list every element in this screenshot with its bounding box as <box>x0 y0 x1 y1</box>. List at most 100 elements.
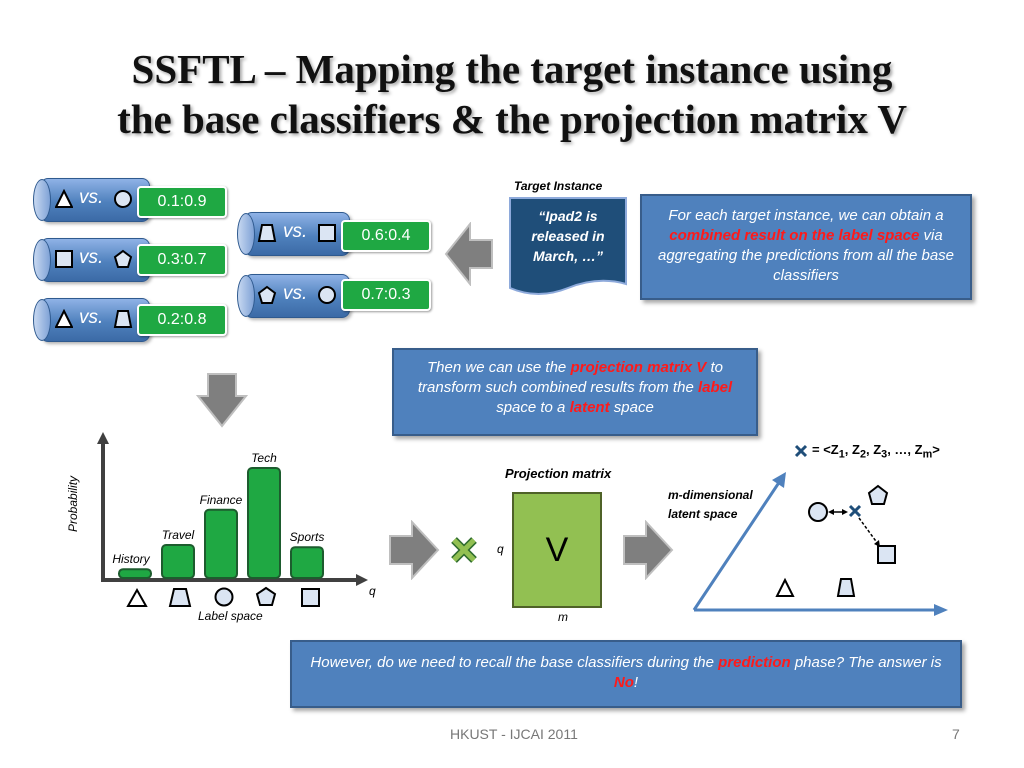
box3-highlight-prediction: prediction <box>718 654 791 671</box>
latent-label-line1: m-dimensional <box>668 488 753 502</box>
bars-group <box>118 467 324 579</box>
triangle-icon <box>55 189 73 208</box>
bar-finance <box>204 508 238 579</box>
legend-sub: m <box>922 448 933 461</box>
cylinder-cap <box>237 213 255 255</box>
box2-text: Then we can use the <box>427 359 571 376</box>
box2-text-mid2: space to a <box>496 399 570 416</box>
vs-label: vs. <box>283 283 308 304</box>
box2-text-end: space <box>609 399 654 416</box>
cylinder-cap <box>237 275 255 317</box>
document-shape <box>509 197 627 295</box>
ratio-badge: 0.6:0.4 <box>341 220 431 252</box>
projection-matrix-v: V <box>512 492 602 608</box>
vs-label: vs. <box>79 247 104 268</box>
classifier-trapezoid-vs-square: vs. <box>237 212 350 256</box>
latent-axis-1 <box>692 480 782 611</box>
label-space-caption: Label space <box>198 609 263 623</box>
square-icon <box>301 588 320 607</box>
trapezoid-icon <box>113 310 133 328</box>
classifier-pentagon-vs-circle: vs. <box>237 274 350 318</box>
vs-label: vs. <box>283 221 308 242</box>
pentagon-icon <box>867 484 889 505</box>
target-instance-label: Target Instance <box>514 179 603 193</box>
slide-title: SSFTL – Mapping the target instance usin… <box>0 44 1024 144</box>
bar-label-travel: Travel <box>162 528 195 542</box>
distance-line-dashed <box>858 517 879 545</box>
arrow-right-icon <box>389 520 440 580</box>
square-icon <box>877 545 896 564</box>
y-axis-label: Probability <box>66 475 80 532</box>
x-axis-label: q <box>369 584 376 598</box>
legend-sub: 1 <box>838 448 845 461</box>
circle-icon <box>808 502 828 522</box>
legend-text: , Z <box>844 442 860 457</box>
projection-matrix-label: Projection matrix <box>505 466 612 481</box>
cylinder-cap <box>33 299 51 341</box>
trapezoid-icon <box>257 224 277 242</box>
title-line-1: SSFTL – Mapping the target instance usin… <box>131 46 893 92</box>
legend-sub: 3 <box>881 448 888 461</box>
arrow-left-icon <box>444 222 493 286</box>
classifier-square-vs-pentagon: vs. <box>33 238 150 282</box>
trapezoid-icon <box>168 588 192 607</box>
mapped-point-cross-icon <box>848 504 862 518</box>
trapezoid-icon <box>836 578 856 597</box>
latent-axis-1-arrowhead <box>772 472 786 488</box>
triangle-icon <box>775 577 795 597</box>
green-cross-icon <box>451 537 477 563</box>
box2-highlight-matrix: projection matrix V <box>570 359 707 376</box>
latent-legend: = <Z1, Z2, Z3, …, Zm> <box>812 442 940 461</box>
info-box-question: However, do we need to recall the base c… <box>290 640 962 708</box>
box2-highlight-label: label <box>697 379 733 396</box>
circle-icon <box>114 190 132 208</box>
cylinder-cap <box>33 239 51 281</box>
square-icon <box>318 224 336 242</box>
pentagon-icon <box>255 586 277 606</box>
bar-tech <box>247 467 281 579</box>
bar-label-finance: Finance <box>200 493 243 507</box>
legend-text: = <Z <box>812 442 839 457</box>
vs-label: vs. <box>79 307 104 328</box>
circle-icon <box>214 587 234 607</box>
info-box-projection: Then we can use the projection matrix V … <box>392 348 758 436</box>
box3-text-end: ! <box>633 674 639 691</box>
footer-text: HKUST - IJCAI 2011 <box>450 726 578 742</box>
ratio-badge: 0.7:0.3 <box>341 279 431 311</box>
matrix-dim-m: m <box>558 610 568 624</box>
ratio-badge: 0.3:0.7 <box>137 244 227 276</box>
ratio-badge: 0.1:0.9 <box>137 186 227 218</box>
box2-text-mid: to transform such combined results from … <box>417 359 723 396</box>
x-axis-arrowhead <box>356 574 368 586</box>
pentagon-icon <box>257 285 277 304</box>
bar-travel <box>161 544 195 579</box>
page-number: 7 <box>952 726 960 742</box>
info-box-combined-result: For each target instance, we can obtain … <box>640 194 972 300</box>
bar-history <box>118 568 152 579</box>
pentagon-icon <box>113 249 133 268</box>
bar-label-history: History <box>112 552 150 566</box>
box3-text: However, do we need to recall the base c… <box>310 654 719 671</box>
box1-text-end: via aggregating the predictions from all… <box>657 227 954 284</box>
classifier-triangle-vs-circle: vs. <box>33 178 150 222</box>
legend-cross-icon <box>794 444 808 458</box>
legend-sub: 2 <box>859 448 866 461</box>
latent-axis-2-arrowhead <box>934 604 948 616</box>
box2-highlight-latent: latent <box>569 399 610 416</box>
box3-text-mid: phase? The answer is <box>790 654 942 671</box>
target-instance-text: “Ipad2 is released in March, …” <box>531 208 605 264</box>
vs-label: vs. <box>79 187 104 208</box>
triangle-icon <box>126 587 148 607</box>
box3-highlight-no: No <box>613 674 634 691</box>
box1-highlight: combined result on the label space <box>669 227 920 244</box>
latent-label-line2: latent space <box>668 507 738 521</box>
classifier-triangle-vs-trapezoid: vs. <box>33 298 150 342</box>
bar-sports <box>290 546 324 579</box>
arrow-right-icon <box>623 520 674 580</box>
bar-label-tech: Tech <box>251 451 277 465</box>
title-line-2: the base classifiers & the projection ma… <box>117 96 907 142</box>
category-shapes <box>126 586 320 607</box>
legend-text: , Z <box>865 442 882 457</box>
